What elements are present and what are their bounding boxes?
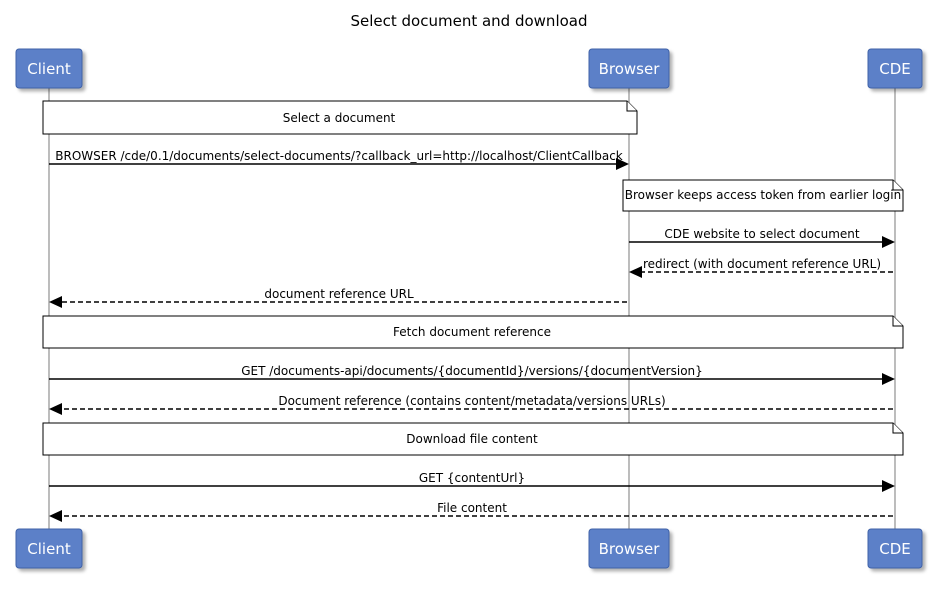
message-file-content: File content [49, 501, 893, 522]
message-file-content-label: File content [437, 501, 507, 515]
participant-browser-bottom: Browser [588, 528, 670, 569]
arrowhead-right-icon [882, 480, 895, 492]
participant-client-label: Client [27, 60, 71, 78]
participant-cde-bottom: CDE [867, 528, 923, 569]
participant-cde-label: CDE [879, 60, 911, 78]
message-browser-redirect-label: BROWSER /cde/0.1/documents/select-docume… [55, 149, 623, 163]
message-cde-website-label: CDE website to select document [664, 227, 859, 241]
message-browser-redirect: BROWSER /cde/0.1/documents/select-docume… [49, 149, 629, 170]
message-cde-website: CDE website to select document [629, 227, 895, 248]
participant-browser-label: Browser [599, 60, 661, 78]
arrowhead-right-icon [882, 373, 895, 385]
participant-client-label: Client [27, 540, 71, 558]
participant-browser-top: Browser [588, 48, 670, 89]
note-download-content-text: Download file content [406, 432, 538, 446]
arrowhead-left-icon [49, 510, 62, 522]
message-redirect-reference: redirect (with document reference URL) [629, 257, 893, 278]
arrowhead-right-icon [616, 158, 629, 170]
message-document-reference-label: Document reference (contains content/met… [278, 394, 665, 408]
message-get-document: GET /documents-api/documents/{documentId… [49, 364, 895, 385]
participant-cde-top: CDE [867, 48, 923, 89]
note-select-document-text: Select a document [283, 111, 396, 125]
participant-client-bottom: Client [15, 528, 83, 569]
note-fetch-reference: Fetch document reference [42, 315, 904, 349]
participant-cde-label: CDE [879, 540, 911, 558]
note-browser-token: Browser keeps access token from earlier … [622, 179, 904, 212]
note-download-content: Download file content [42, 422, 904, 456]
message-document-reference-url-label: document reference URL [264, 287, 414, 301]
message-get-content-label: GET {contentUrl} [419, 471, 525, 485]
message-get-document-label: GET /documents-api/documents/{documentId… [241, 364, 703, 378]
arrowhead-left-icon [49, 296, 62, 308]
arrowhead-left-icon [49, 403, 62, 415]
message-document-reference: Document reference (contains content/met… [49, 394, 893, 415]
message-document-reference-url: document reference URL [49, 287, 627, 308]
participant-client-top: Client [15, 48, 83, 89]
participant-browser-label: Browser [599, 540, 661, 558]
note-browser-token-text: Browser keeps access token from earlier … [625, 188, 901, 202]
note-fetch-reference-text: Fetch document reference [393, 325, 551, 339]
diagram-title: Select document and download [350, 12, 587, 30]
note-select-document: Select a document [42, 100, 638, 135]
message-get-content: GET {contentUrl} [49, 471, 895, 492]
arrowhead-right-icon [882, 236, 895, 248]
arrowhead-left-icon [629, 266, 642, 278]
message-redirect-reference-label: redirect (with document reference URL) [643, 257, 881, 271]
